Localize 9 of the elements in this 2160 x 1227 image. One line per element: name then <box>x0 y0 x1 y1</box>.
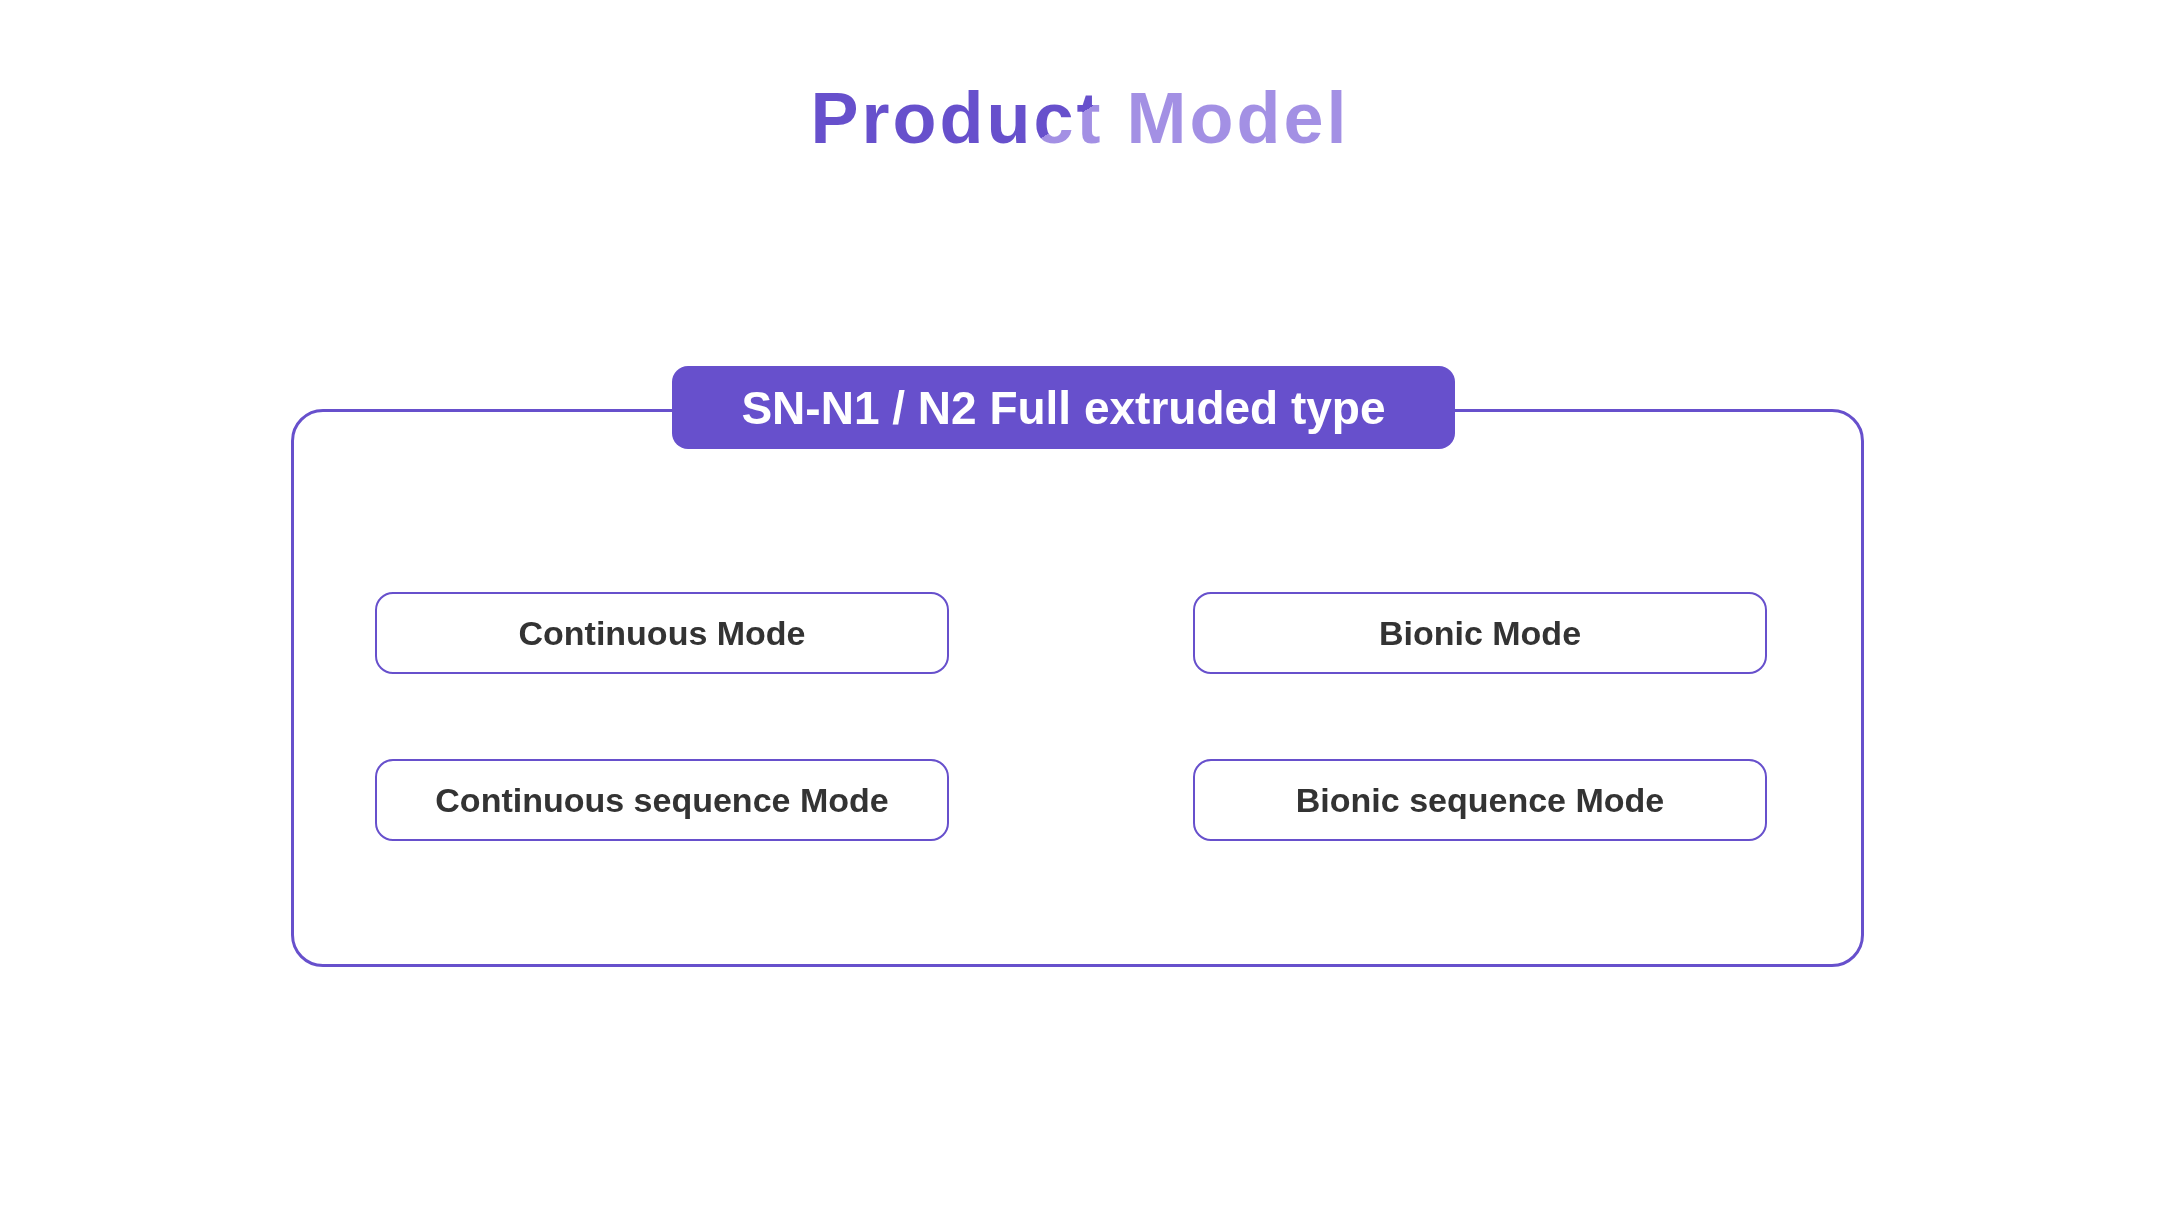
heading-tab: SN-N1 / N2 Full extruded type <box>672 366 1455 449</box>
mode-box <box>375 592 949 674</box>
mode-label: Continuous sequence Mode <box>435 780 889 820</box>
mode-label: Bionic Mode <box>1378 613 1582 653</box>
mode-label: Continuous Mode <box>518 613 806 653</box>
mode-box <box>1193 592 1767 674</box>
mode-box <box>375 759 949 841</box>
mode-box <box>1193 759 1767 841</box>
mode-label: Bionic sequence Mode <box>1295 780 1665 820</box>
